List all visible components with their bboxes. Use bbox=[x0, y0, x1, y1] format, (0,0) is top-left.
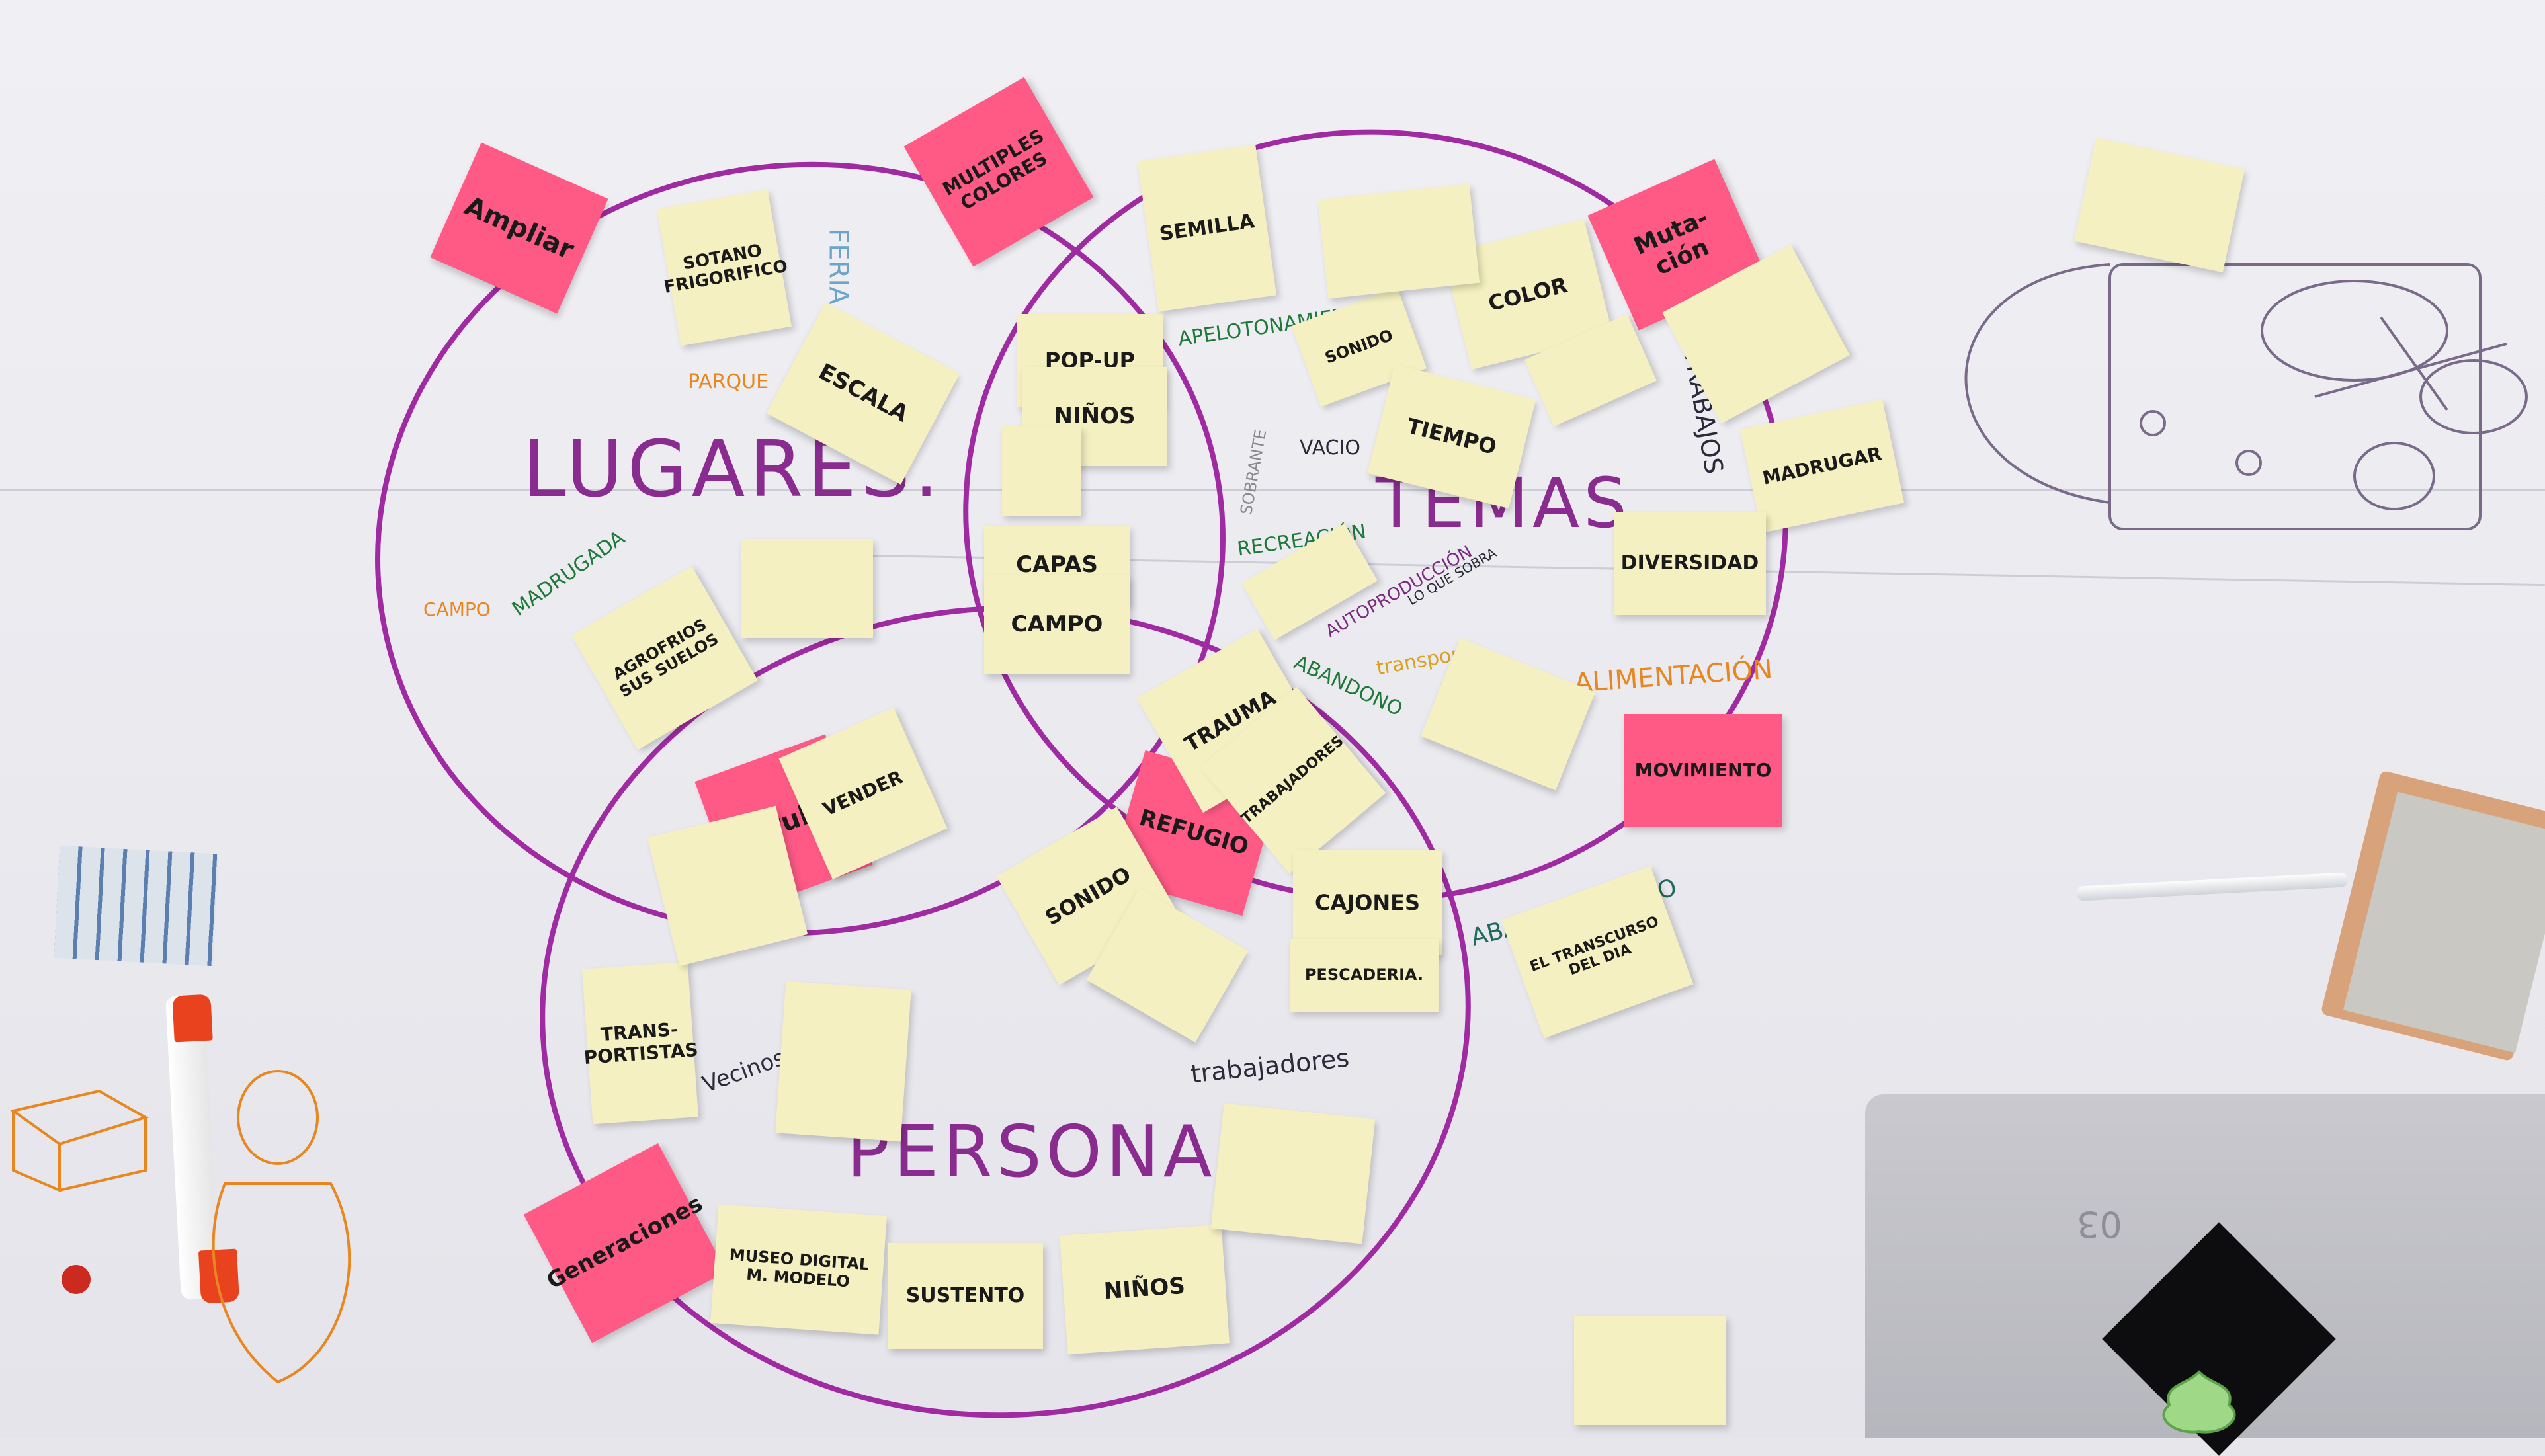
sticky-note-transportistas[interactable]: TRANS-PORTISTAS bbox=[581, 961, 699, 1125]
sticky-note-faint[interactable] bbox=[1210, 1103, 1376, 1244]
sticky-note-ninos-bottom[interactable]: NIÑOS bbox=[1060, 1224, 1230, 1355]
green-leaf-sticker bbox=[2162, 1370, 2236, 1434]
sticky-note-semilla[interactable]: SEMILLA bbox=[1137, 144, 1277, 312]
pill-blister-pack bbox=[54, 845, 219, 967]
label-campo: CAMPO bbox=[423, 598, 491, 620]
orange-sketch-drawing bbox=[10, 1070, 351, 1384]
sticky-note-faint[interactable] bbox=[741, 539, 873, 638]
sticky-note-faint[interactable] bbox=[1317, 184, 1480, 299]
label-feria: FERIA bbox=[823, 228, 854, 305]
sticky-note-cajones[interactable]: CAJONES bbox=[1293, 850, 1442, 955]
sticky-note-faint[interactable] bbox=[1574, 1316, 1726, 1425]
sticky-note-sustento[interactable]: SUSTENTO bbox=[888, 1243, 1043, 1349]
sticky-note-pescaderia[interactable]: PESCADERIA. bbox=[1290, 939, 1439, 1012]
label-vacio: VACIO bbox=[1300, 436, 1361, 460]
venn-circle-lugares bbox=[375, 161, 1226, 936]
laptop-logo: 03 bbox=[2077, 1203, 2122, 1245]
personas-title: PERSONAS. bbox=[847, 1111, 1292, 1193]
paper-fold bbox=[0, 489, 2545, 491]
sticky-note-museo[interactable]: MUSEO DIGITAL M. MODELO bbox=[710, 1204, 887, 1335]
sticky-note-diversidad[interactable]: DIVERSIDAD bbox=[1614, 512, 1766, 615]
sticky-note-sotano[interactable]: SOTANO FRIGORIFICO bbox=[657, 189, 792, 346]
sticky-note-faint[interactable] bbox=[1002, 426, 1081, 516]
sticky-note-ninos-top[interactable]: NIÑOS bbox=[1022, 367, 1167, 466]
floor-plan-sketch bbox=[1964, 263, 2528, 530]
marker-cap bbox=[172, 994, 213, 1043]
sticky-note-faint[interactable] bbox=[775, 981, 911, 1142]
label-parque: PARQUE bbox=[688, 370, 769, 393]
sticky-note-campo[interactable]: CAMPO bbox=[984, 575, 1130, 674]
sticky-note-movimiento[interactable]: MOVIMIENTO bbox=[1624, 714, 1782, 827]
